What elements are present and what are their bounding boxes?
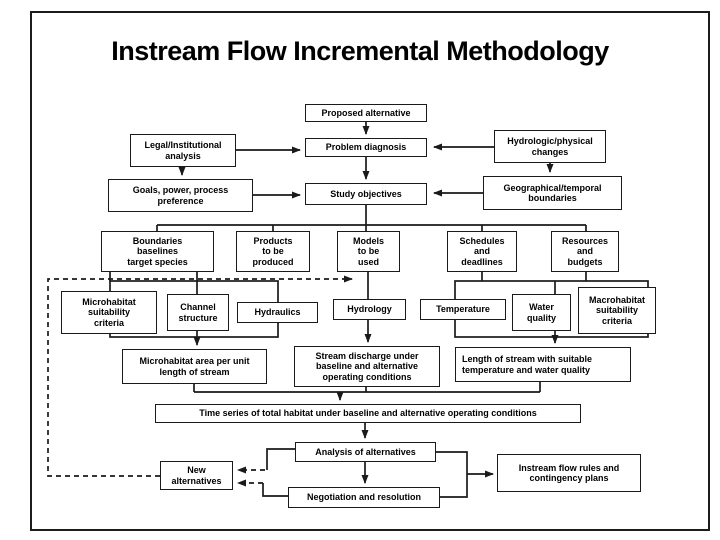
node-stream-discharge: Stream discharge under baseline and alte… — [294, 346, 440, 387]
node-analysis-of-alternatives: Analysis of alternatives — [295, 442, 436, 462]
node-hydrologic-physical-changes: Hydrologic/physical changes — [494, 130, 606, 163]
node-proposed-alternative: Proposed alternative — [305, 104, 427, 122]
node-goals-power-process-preference: Goals, power, process preference — [108, 179, 253, 212]
node-hydrology: Hydrology — [333, 299, 406, 320]
node-water-quality: Water quality — [512, 294, 571, 331]
node-hydraulics: Hydraulics — [237, 302, 318, 323]
node-microhabitat-suitability-criteria: Microhabitat suitability criteria — [61, 291, 157, 334]
node-time-series-total-habitat: Time series of total habitat under basel… — [155, 404, 581, 423]
node-macrohabitat-suitability-criteria: Macrohabitat suitability criteria — [578, 287, 656, 334]
node-instream-flow-rules: Instream flow rules and contingency plan… — [497, 454, 641, 492]
node-models-to-be-used: Models to be used — [337, 231, 400, 272]
node-length-of-stream-suitable: Length of stream with suitable temperatu… — [455, 347, 631, 382]
node-negotiation-and-resolution: Negotiation and resolution — [288, 487, 440, 508]
node-problem-diagnosis: Problem diagnosis — [305, 138, 427, 157]
node-schedules-and-deadlines: Schedules and deadlines — [447, 231, 517, 272]
node-legal-institutional-analysis: Legal/Institutional analysis — [130, 134, 236, 167]
dashed-feedback-path — [47, 275, 353, 487]
node-study-objectives: Study objectives — [305, 183, 427, 205]
node-temperature: Temperature — [420, 299, 506, 320]
node-microhabitat-area-per-unit-length: Microhabitat area per unit length of str… — [122, 349, 267, 384]
node-channel-structure: Channel structure — [167, 294, 229, 331]
node-resources-and-budgets: Resources and budgets — [551, 231, 619, 272]
node-geographical-temporal-boundaries: Geographical/temporal boundaries — [483, 176, 622, 210]
page-title: Instream Flow Incremental Methodology — [111, 36, 609, 66]
node-products-to-be-produced: Products to be produced — [236, 231, 310, 272]
node-boundaries-baselines-target-species: Boundaries baselines target species — [101, 231, 214, 272]
node-new-alternatives: New alternatives — [160, 461, 233, 490]
